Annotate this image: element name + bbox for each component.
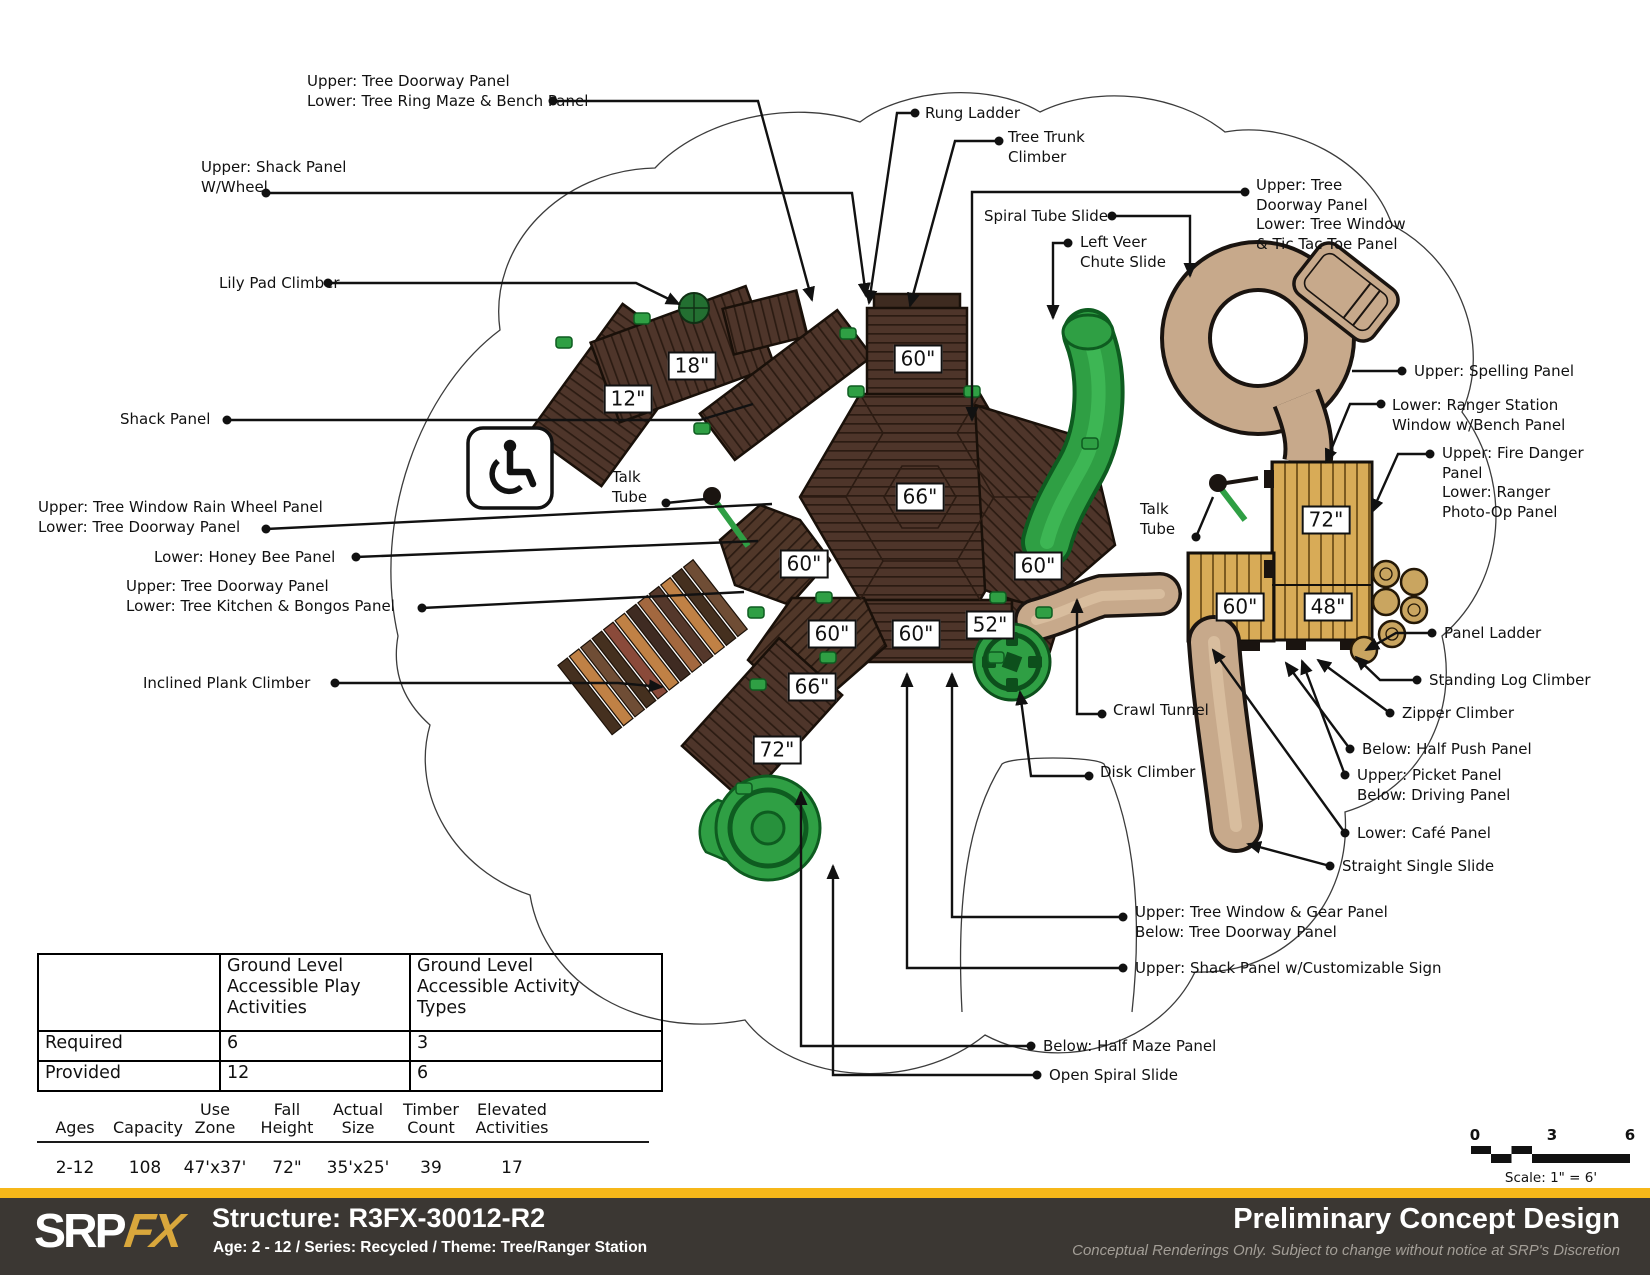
- callout-label: Upper: Tree Window Rain Wheel Panel Lowe…: [38, 498, 323, 536]
- sheet-title: Preliminary Concept Design: [1233, 1203, 1620, 1235]
- deck-height-label: 60": [893, 344, 943, 374]
- deck-height-label: 52": [965, 610, 1015, 640]
- structure-meta: Age: 2 - 12 / Series: Recycled / Theme: …: [213, 1239, 648, 1256]
- scale-label: Scale: 1" = 6': [1504, 1170, 1598, 1186]
- callout-label: Straight Single Slide: [1342, 857, 1495, 875]
- stats-value-elevated-activities: 17: [501, 1158, 523, 1178]
- talk-tube-left: [703, 487, 751, 548]
- deck-height-label: 66": [895, 482, 945, 512]
- table-corner-cell: [37, 953, 221, 1032]
- stats-header-timber-count: Timber Count: [403, 1100, 459, 1137]
- callout-label: Upper: Picket Panel Below: Driving Panel: [1357, 766, 1511, 804]
- stats-strip: Ages Capacity Use Zone Fall Height Actua…: [37, 1099, 649, 1178]
- callout-label: Lower: Honey Bee Panel: [154, 548, 336, 566]
- deck-height-label: 18": [667, 351, 717, 381]
- callout-label: Lower: Ranger Station Window w/Bench Pan…: [1392, 396, 1566, 434]
- stats-value-actual-size: 35'x25': [326, 1158, 390, 1178]
- callout-label: Below: Half Push Panel: [1362, 740, 1532, 758]
- stats-header-fall-height: Fall Height: [260, 1100, 314, 1137]
- callout-label: Open Spiral Slide: [1049, 1066, 1178, 1084]
- stats-header-elevated-activities: Elevated Activities: [475, 1100, 549, 1137]
- callout-label: Spiral Tube Slide: [984, 207, 1109, 225]
- open-spiral-slide: [698, 774, 822, 882]
- stats-value-capacity: 108: [128, 1158, 162, 1178]
- deck-height-label: 72": [752, 735, 802, 765]
- deck-height-label: 60": [807, 619, 857, 649]
- footer-bar: SRPFX Structure: R3FX-30012-R2 Age: 2 - …: [0, 1198, 1650, 1275]
- disclaimer-text: Conceptual Renderings Only. Subject to c…: [1072, 1242, 1620, 1259]
- use-zone-outline: [390, 92, 1497, 1075]
- leader-lines: [227, 99, 1432, 1077]
- callout-label: Standing Log Climber: [1429, 671, 1591, 689]
- stats-header-ages: Ages: [55, 1118, 95, 1137]
- crawl-tunnel: [1014, 572, 1182, 642]
- scale-tick-3: 3: [1546, 1126, 1558, 1144]
- deck-height-label: 48": [1303, 592, 1353, 622]
- callout-label: Upper: Tree Doorway Panel Lower: Tree Wi…: [1256, 176, 1406, 253]
- inclined-plank-climber: [557, 558, 749, 736]
- callout-label: Inclined Plank Climber: [143, 674, 311, 692]
- structure-title: Structure: R3FX-30012-R2: [212, 1203, 546, 1233]
- callout-label: Upper: Tree Doorway Panel Lower: Tree Ki…: [126, 577, 395, 615]
- stats-header-actual-size: Actual Size: [332, 1100, 384, 1137]
- disk-climber: [972, 622, 1052, 702]
- table-row-label: Provided: [37, 1060, 221, 1092]
- deck-height-label: 60": [1013, 551, 1063, 581]
- stats-value-timber-count: 39: [420, 1158, 442, 1178]
- spiral-tube-slide: [1160, 240, 1400, 470]
- callout-label: Disk Climber: [1100, 763, 1196, 781]
- callout-label: Talk Tube: [1140, 500, 1176, 538]
- callout-label: Talk Tube: [612, 468, 648, 506]
- callout-label: Tree Trunk Climber: [1008, 128, 1085, 166]
- callout-label: Upper: Shack Panel W/Wheel: [201, 158, 347, 196]
- table-cell-required-play: 6: [219, 1030, 411, 1062]
- deck-height-label: 60": [779, 549, 829, 579]
- straight-single-slide: [1187, 615, 1263, 853]
- deck-height-label: 72": [1301, 505, 1351, 535]
- stats-header-capacity: Capacity: [113, 1118, 183, 1137]
- callout-label: Zipper Climber: [1402, 704, 1514, 722]
- deck-height-label: 12": [603, 384, 653, 414]
- table-row-label: Required: [37, 1030, 221, 1062]
- callout-label: Upper: Tree Window & Gear Panel Below: T…: [1135, 903, 1388, 941]
- stats-values: 2-12 108 47'x37' 72" 35'x25' 39 17: [37, 1158, 649, 1178]
- stats-value-ages: 2-12: [55, 1158, 95, 1178]
- callout-label: Lower: Café Panel: [1357, 824, 1491, 842]
- stats-value-use-zone: 47'x37': [183, 1158, 247, 1178]
- logo-fx-text: FX: [121, 1205, 184, 1258]
- deck-height-label: 60": [891, 619, 941, 649]
- table-cell-provided-play: 12: [219, 1060, 411, 1092]
- scale-bar: [1471, 1146, 1630, 1163]
- talk-tube-right: [1209, 474, 1259, 522]
- callout-label: Rung Ladder: [925, 104, 1021, 122]
- callout-label: Shack Panel: [120, 410, 211, 428]
- accent-stripe: [0, 1188, 1650, 1198]
- table-cell-provided-types: 6: [409, 1060, 663, 1092]
- callout-label: Crawl Tunnel: [1113, 701, 1209, 719]
- callout-label: Upper: Tree Doorway Panel Lower: Tree Ri…: [307, 72, 589, 110]
- stats-header-use-zone: Use Zone: [194, 1100, 236, 1137]
- table-cell-required-types: 3: [409, 1030, 663, 1062]
- callout-label: Panel Ladder: [1444, 624, 1542, 642]
- callout-label: Lily Pad Climber: [219, 274, 340, 292]
- callout-label: Upper: Shack Panel w/Customizable Sign: [1135, 959, 1442, 977]
- deck-height-label: 60": [1215, 592, 1265, 622]
- callout-label: Below: Half Maze Panel: [1043, 1037, 1217, 1055]
- leader-dots: [222, 96, 1437, 1080]
- scale-tick-6: 6: [1624, 1126, 1636, 1144]
- stats-value-fall-height: 72": [272, 1158, 302, 1178]
- srpfx-logo: SRPFX: [34, 1205, 184, 1258]
- table-header-activity-types: Ground Level Accessible Activity Types: [409, 953, 663, 1032]
- callout-label: Left Veer Chute Slide: [1080, 233, 1166, 271]
- deck-height-label: 66": [787, 672, 837, 702]
- logo-srp-text: SRP: [34, 1205, 127, 1258]
- callout-label: Upper: Spelling Panel: [1414, 362, 1575, 380]
- callout-label: Upper: Fire Danger Panel Lower: Ranger P…: [1442, 444, 1584, 521]
- left-veer-chute-slide: [1021, 308, 1125, 568]
- wheelchair-accessible-icon: [466, 426, 554, 510]
- scale-tick-0: 0: [1469, 1126, 1481, 1144]
- accessibility-table: Ground Level Accessible Play Activities …: [37, 953, 663, 1092]
- table-header-play-activities: Ground Level Accessible Play Activities: [219, 953, 411, 1032]
- stats-headers: Ages Capacity Use Zone Fall Height Actua…: [37, 1099, 649, 1143]
